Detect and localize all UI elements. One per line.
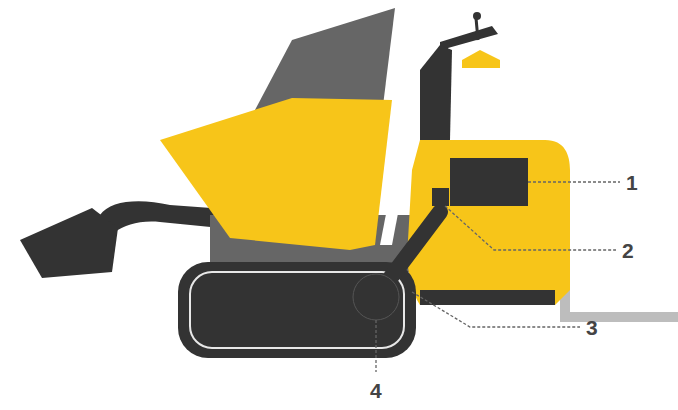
platform <box>560 290 678 322</box>
housing-base <box>420 290 555 305</box>
leader-line <box>375 320 376 372</box>
engine <box>450 158 528 206</box>
pump <box>432 188 449 206</box>
dump-skip <box>160 98 392 250</box>
callout-number: 1 <box>626 172 638 193</box>
lever-knob <box>473 12 481 20</box>
callout-number: 4 <box>370 380 382 401</box>
drive-motor <box>353 274 399 320</box>
track-inner <box>190 272 404 348</box>
track <box>178 262 416 358</box>
control-panel <box>462 50 500 68</box>
leader-line <box>445 206 616 250</box>
lever <box>476 18 478 40</box>
operator-column <box>420 45 452 140</box>
leader-line <box>412 292 580 327</box>
loader-bucket <box>20 208 118 278</box>
callout-number: 3 <box>586 317 598 338</box>
callout-number: 2 <box>622 240 634 261</box>
leader-line <box>528 181 620 182</box>
